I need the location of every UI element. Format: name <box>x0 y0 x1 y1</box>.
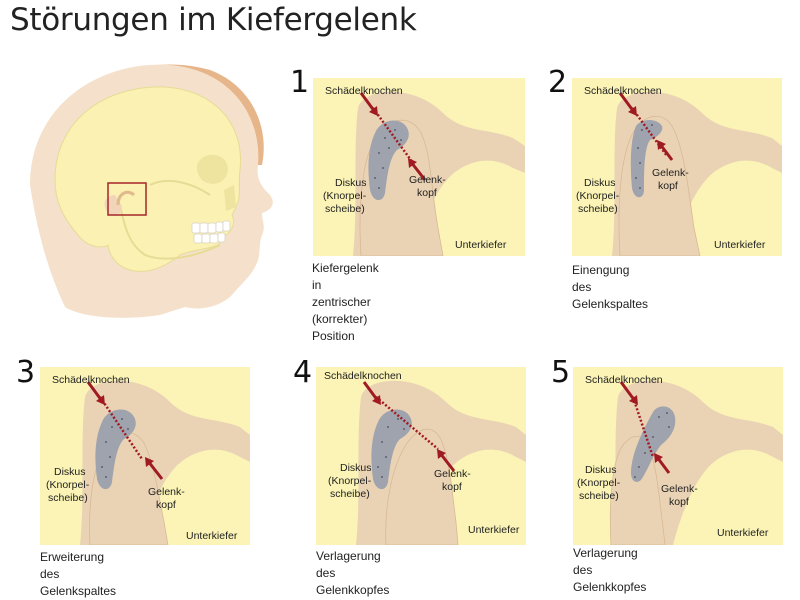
panel-number: 5 <box>551 355 571 390</box>
panel-caption: Verlagerung des Gelenkkopfes <box>573 545 646 596</box>
joint-diagram-2: Schädelknochen Diskus (Knorpel- scheibe)… <box>572 78 782 256</box>
label-disc-1: Diskus <box>340 462 372 474</box>
label-lower-jaw: Unterkiefer <box>186 530 238 542</box>
caption-line: Einengung des Gelenkspaltes <box>572 263 649 311</box>
label-disc-3: scheibe) <box>330 488 370 500</box>
label-skull-bone: Schädelknochen <box>584 85 662 97</box>
label-lower-jaw: Unterkiefer <box>455 239 507 251</box>
label-skull-bone: Schädelknochen <box>325 85 403 97</box>
joint-diagram-3: Schädelknochen Diskus (Knorpel- scheibe)… <box>40 367 250 545</box>
joint-highlight-box <box>107 182 147 216</box>
label-lower-jaw: Unterkiefer <box>468 524 520 536</box>
label-disc-2: (Knorpel- <box>328 475 372 487</box>
panel-number: 3 <box>16 355 36 390</box>
joint-diagram-5: Schädelknochen Diskus (Knorpel- scheibe)… <box>573 367 783 545</box>
label-condyle-2: kopf <box>658 180 678 192</box>
label-condyle-1: Gelenk- <box>652 167 689 179</box>
panel-caption: Erweiterung des Gelenkspaltes <box>40 549 116 600</box>
panel-number: 1 <box>290 65 310 100</box>
caption-line: Kiefergelenk in zentrischer (korrekter) <box>312 261 379 326</box>
panel-caption: Kiefergelenk in zentrischer (korrekter) … <box>312 260 379 345</box>
label-disc-2: (Knorpel- <box>46 479 90 491</box>
caption-line: Position <box>312 329 355 343</box>
head-skull-illustration <box>30 64 273 318</box>
label-disc-3: scheibe) <box>48 492 88 504</box>
page-title: Störungen im Kiefergelenk <box>10 2 417 38</box>
label-skull-bone: Schädelknochen <box>324 370 402 382</box>
label-disc-3: scheibe) <box>579 490 619 502</box>
label-condyle-2: kopf <box>417 187 437 199</box>
label-skull-bone: Schädelknochen <box>585 374 663 386</box>
label-condyle-1: Gelenk- <box>148 486 185 498</box>
caption-line: Verlagerung des Gelenkkopfes <box>573 546 647 594</box>
caption-line: Erweiterung des Gelenkspaltes <box>40 550 117 598</box>
label-condyle-2: kopf <box>156 499 176 511</box>
label-lower-jaw: Unterkiefer <box>717 527 769 539</box>
joint-diagram-1: Schädelknochen Diskus (Knorpel- scheibe)… <box>313 78 525 256</box>
label-disc-1: Diskus <box>335 177 367 189</box>
label-disc-2: (Knorpel- <box>577 477 621 489</box>
label-disc-3: scheibe) <box>578 203 618 215</box>
label-disc-1: Diskus <box>585 464 617 476</box>
label-disc-1: Diskus <box>584 177 616 189</box>
label-skull-bone: Schädelknochen <box>52 374 130 386</box>
label-condyle-2: kopf <box>669 496 689 508</box>
panel-number: 2 <box>548 65 568 100</box>
label-disc-3: scheibe) <box>325 203 365 215</box>
panel-caption: Einengung des Gelenkspaltes <box>572 262 648 313</box>
caption-line: Verlagerung des Gelenkkopfes <box>316 549 390 597</box>
label-disc-1: Diskus <box>54 466 86 478</box>
label-condyle-2: kopf <box>442 481 462 493</box>
label-condyle-1: Gelenk- <box>661 483 698 495</box>
panel-caption: Verlagerung des Gelenkkopfes <box>316 548 389 599</box>
panel-number: 4 <box>293 355 313 390</box>
label-lower-jaw: Unterkiefer <box>714 239 766 251</box>
label-condyle-1: Gelenk- <box>409 174 446 186</box>
label-condyle-1: Gelenk- <box>434 468 471 480</box>
joint-diagram-4: Schädelknochen Diskus (Knorpel- scheibe)… <box>316 367 526 545</box>
label-disc-2: (Knorpel- <box>576 190 620 202</box>
label-disc-2: (Knorpel- <box>323 190 367 202</box>
